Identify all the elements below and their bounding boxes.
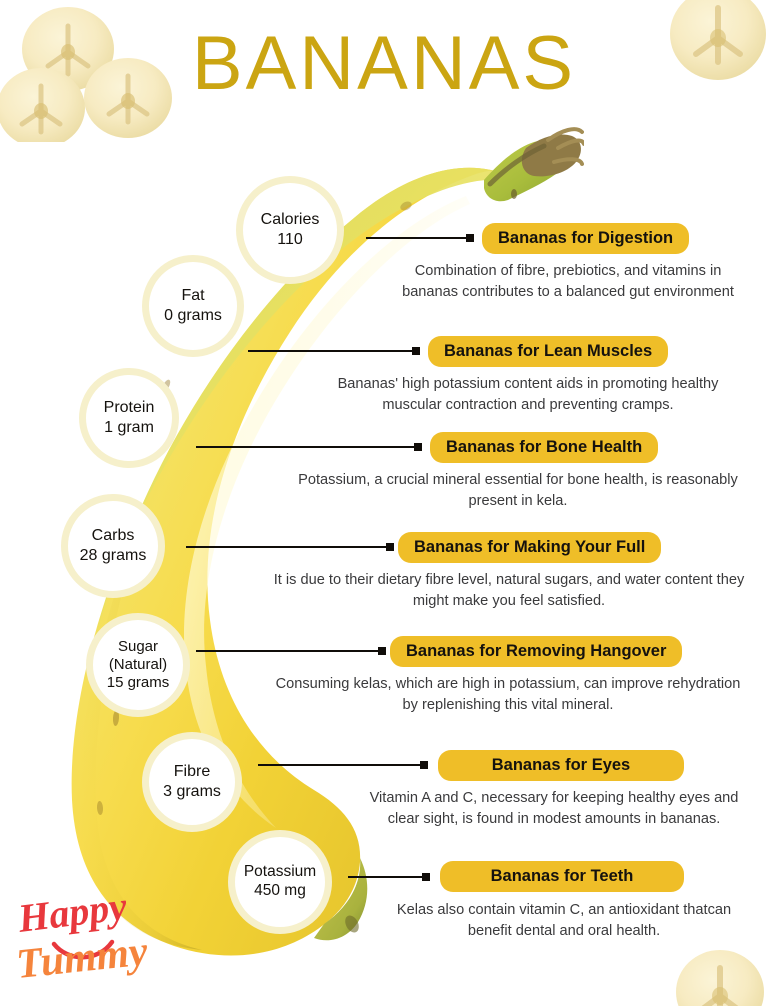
- badge-label: Protein: [103, 399, 155, 417]
- benefit-body-bone-health: Potassium, a crucial mineral essential f…: [298, 472, 738, 509]
- page-title: BANANAS: [191, 21, 577, 106]
- leader-line-lean-muscles: [248, 350, 412, 352]
- benefit-body-digestion: Combination of fibre, prebiotics, and vi…: [402, 263, 734, 300]
- leader-line-digestion: [366, 237, 466, 239]
- brand-logo: Happy Tummy: [16, 892, 150, 988]
- badge-label: Potassium: [243, 863, 317, 881]
- badge-sublabel: (Natural): [108, 655, 168, 673]
- benefit-body-eyes: Vitamin A and C, necessary for keeping h…: [369, 790, 739, 827]
- badge-value: 15 grams: [106, 674, 170, 692]
- benefit-chip-digestion[interactable]: Bananas for Digestion: [482, 223, 690, 254]
- leader-line-bone-health: [196, 446, 414, 448]
- nutrition-badge-carbs: Carbs 28 grams: [61, 494, 165, 598]
- badge-value: 28 grams: [79, 547, 147, 564]
- badge-label: Calories: [260, 211, 320, 229]
- benefit-body-making-your-full: It is due to their dietary fibre level, …: [273, 572, 745, 609]
- banana-slice-decoration-topright: [670, 0, 766, 80]
- benefit-chip-bone-health[interactable]: Bananas for Bone Health: [430, 432, 659, 463]
- benefit-chip-teeth[interactable]: Bananas for Teeth: [440, 861, 684, 892]
- nutrition-badge-fibre: Fibre 3 grams: [142, 732, 242, 832]
- benefit-body-removing-hangover: Consuming kelas, which are high in potas…: [275, 676, 741, 713]
- benefit-body-lean-muscles: Bananas' high potassium content aids in …: [337, 376, 719, 413]
- leader-line-removing-hangover: [196, 650, 378, 652]
- banana-slice-decoration-bottomright: [676, 950, 764, 1006]
- badge-label: Fibre: [173, 763, 211, 781]
- leader-line-making-your-full: [186, 546, 386, 548]
- nutrition-badge-protein: Protein 1 gram: [79, 368, 179, 468]
- leader-line-eyes: [258, 764, 420, 766]
- nutrition-badge-potassium: Potassium 450 mg: [228, 830, 332, 934]
- leader-dot-eyes: [420, 761, 428, 769]
- benefit-chip-removing-hangover[interactable]: Bananas for Removing Hangover: [390, 636, 683, 667]
- badge-value: 450 mg: [254, 882, 306, 899]
- benefit-chip-eyes[interactable]: Bananas for Eyes: [438, 750, 684, 781]
- nutrition-badge-calories: Calories 110: [236, 176, 344, 284]
- nutrition-badge-fat: Fat 0 grams: [142, 255, 244, 357]
- leader-dot-digestion: [466, 234, 474, 242]
- benefit-chip-making-your-full[interactable]: Bananas for Making Your Full: [398, 532, 662, 563]
- leader-dot-making-your-full: [386, 543, 394, 551]
- leader-dot-teeth: [422, 873, 430, 881]
- leader-dot-removing-hangover: [378, 647, 386, 655]
- badge-value: 1 gram: [104, 419, 154, 436]
- badge-label: Fat: [181, 287, 205, 305]
- badge-label: Sugar: [117, 637, 159, 655]
- badge-label: Carbs: [91, 527, 135, 545]
- benefit-chip-lean-muscles[interactable]: Bananas for Lean Muscles: [428, 336, 669, 367]
- badge-value: 3 grams: [163, 783, 221, 800]
- leader-dot-bone-health: [414, 443, 422, 451]
- badge-value: 110: [277, 231, 303, 248]
- badge-value: 0 grams: [164, 307, 222, 324]
- banana-slices-decoration-topleft: [0, 7, 172, 142]
- leader-dot-lean-muscles: [412, 347, 420, 355]
- nutrition-badge-sugar: Sugar (Natural) 15 grams: [86, 613, 190, 717]
- leader-line-teeth: [348, 876, 422, 878]
- benefit-body-teeth: Kelas also contain vitamin C, an antioxi…: [396, 902, 732, 939]
